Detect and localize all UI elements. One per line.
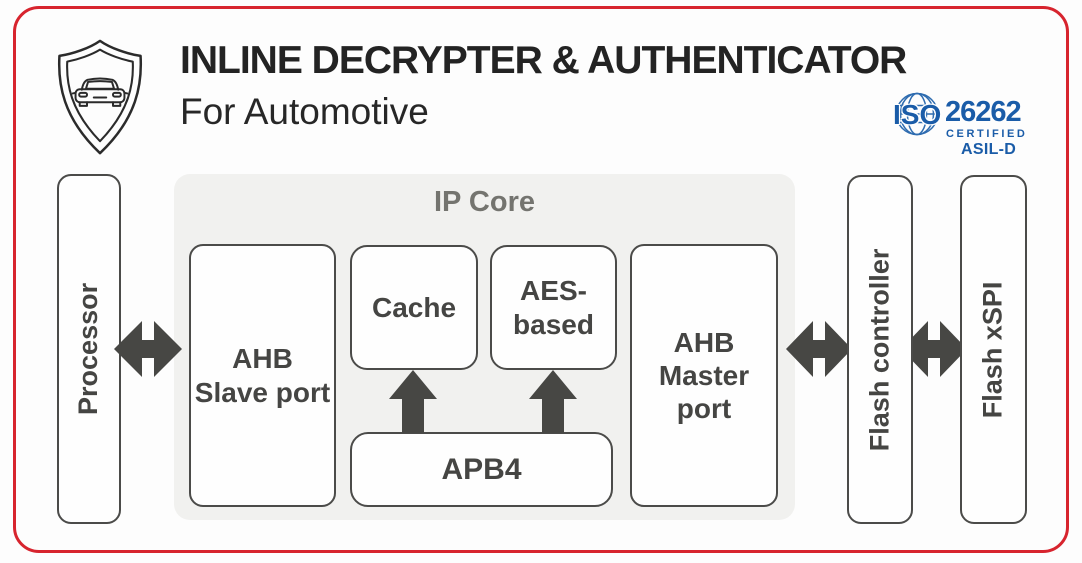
- page-subtitle: For Automotive: [180, 91, 429, 132]
- certified-label: CERTIFIED: [946, 128, 1028, 140]
- block-flash-xspi: Flash xSPI: [960, 175, 1027, 524]
- page-title: INLINE DECRYPTER & AUTHENTICATOR: [180, 39, 907, 82]
- iso-standard-number: 26262: [945, 96, 1022, 128]
- block-cache: Cache: [350, 245, 478, 370]
- block-apb4-label: APB4: [441, 452, 522, 486]
- iso-26262-certification-badge: ISO 26262 CERTIFIED ASIL-D: [893, 88, 1038, 162]
- block-aes-based-label: AES-based: [513, 275, 594, 340]
- block-processor-label: Processor: [73, 282, 104, 416]
- asil-d-label: ASIL-D: [961, 141, 1017, 158]
- automotive-security-shield-icon: [48, 36, 152, 158]
- arrow-ip-core-flash-controller: [786, 321, 852, 377]
- arrow-processor-ip-core: [114, 321, 182, 377]
- block-apb4: APB4: [350, 432, 613, 507]
- arrow-apb4-to-cache: [389, 370, 437, 433]
- block-flash-xspi-label: Flash xSPI: [977, 281, 1008, 418]
- arrow-apb4-to-aes: [529, 370, 577, 433]
- iso-label: ISO: [893, 99, 942, 130]
- arrow-flash-controller-flash-xspi: [901, 321, 967, 377]
- ip-core-label: IP Core: [433, 186, 535, 218]
- globe-icon: [895, 92, 939, 136]
- block-cache-label: Cache: [371, 291, 457, 323]
- block-flash-controller: Flash controller: [847, 175, 913, 524]
- block-aes-based: AES-based: [490, 245, 617, 370]
- block-flash-controller-label: Flash controller: [864, 248, 895, 451]
- block-processor: Processor: [57, 174, 121, 524]
